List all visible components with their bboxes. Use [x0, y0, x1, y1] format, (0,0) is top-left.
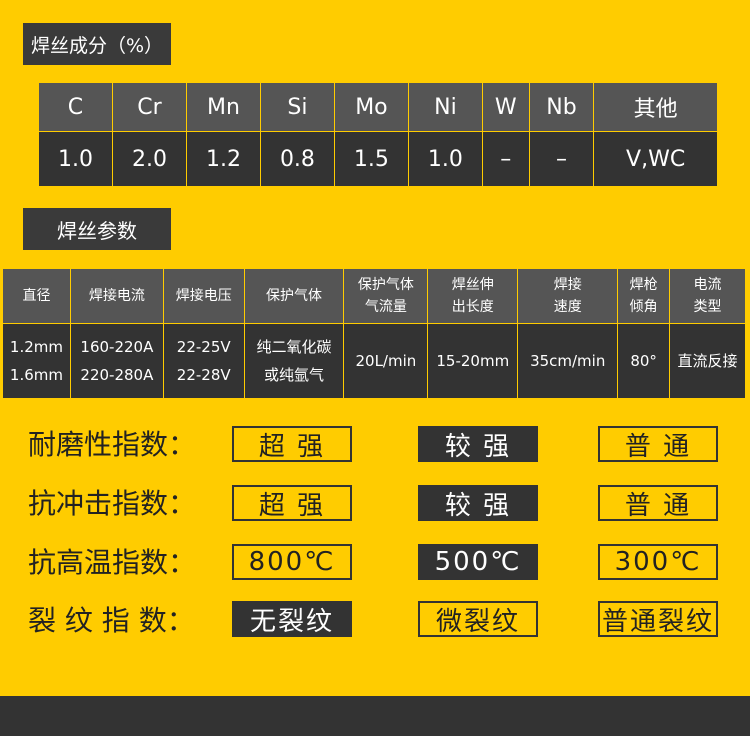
composition-header-cell: C [38, 82, 113, 132]
impact-resistance-option: 普 通 [598, 485, 718, 521]
parameters-header-cell: 焊枪倾角 [617, 268, 671, 324]
parameters-header-cell: 直径 [2, 268, 71, 324]
crack-index-label: 裂 纹 指 数： [28, 604, 195, 637]
composition-header-cell: Mo [333, 82, 409, 132]
parameters-header-cell: 保护气体 [243, 268, 345, 324]
parameters-header-row: 直径 焊接电流 焊接电压 保护气体 保护气体气流量 焊丝伸出长度 焊接速度 焊枪… [2, 268, 746, 324]
composition-title: 焊丝成分（%） [23, 23, 171, 65]
composition-header-cell: Cr [111, 82, 187, 132]
composition-value-cell: – [481, 131, 530, 187]
parameters-header-cell: 电流类型 [669, 268, 746, 324]
composition-value-row: 1.0 2.0 1.2 0.8 1.5 1.0 – – V,WC [38, 131, 718, 187]
parameters-header-cell: 焊接电流 [69, 268, 164, 324]
wear-resistance-option: 超 强 [232, 426, 352, 462]
parameters-header-cell: 焊接速度 [517, 268, 619, 324]
crack-index-option: 无裂纹 [232, 601, 352, 637]
composition-value-cell: V,WC [593, 131, 718, 187]
composition-header-cell: 其他 [593, 82, 718, 132]
composition-value-cell: 1.2 [185, 131, 261, 187]
composition-header-cell: Ni [407, 82, 483, 132]
composition-header-cell: Mn [185, 82, 261, 132]
footer-bar [0, 696, 750, 736]
composition-table: C Cr Mn Si Mo Ni W Nb 其他 1.0 2.0 1.2 0.8… [38, 82, 718, 187]
crack-index-option: 微裂纹 [418, 601, 538, 637]
wear-resistance-option: 较 强 [418, 426, 538, 462]
crack-index-option: 普通裂纹 [598, 601, 718, 637]
wear-resistance-label: 耐磨性指数： [28, 428, 197, 461]
composition-header-cell: Si [259, 82, 335, 132]
impact-resistance-option: 较 强 [418, 485, 538, 521]
wear-resistance-option: 普 通 [598, 426, 718, 462]
parameters-title: 焊丝参数 [23, 208, 171, 250]
composition-header-row: C Cr Mn Si Mo Ni W Nb 其他 [38, 82, 718, 132]
impact-resistance-option: 超 强 [232, 485, 352, 521]
composition-value-cell: 1.0 [38, 131, 113, 187]
parameters-header-cell: 焊接电压 [162, 268, 245, 324]
impact-resistance-label: 抗冲击指数： [28, 487, 197, 520]
high-temperature-option: 300℃ [598, 544, 718, 580]
composition-value-cell: – [528, 131, 595, 187]
high-temperature-option: 500℃ [418, 544, 538, 580]
composition-header-cell: W [481, 82, 530, 132]
parameters-value-cell: 80° [617, 323, 671, 399]
parameters-table: 直径 焊接电流 焊接电压 保护气体 保护气体气流量 焊丝伸出长度 焊接速度 焊枪… [2, 268, 746, 399]
parameters-value-cell: 直流反接 [669, 323, 746, 399]
high-temperature-label: 抗高温指数： [28, 546, 197, 579]
high-temperature-option: 800℃ [232, 544, 352, 580]
parameters-value-cell: 纯二氧化碳或纯氩气 [243, 323, 345, 399]
parameters-value-cell: 35cm/min [517, 323, 619, 399]
parameters-value-cell: 15-20mm [427, 323, 519, 399]
composition-value-cell: 1.5 [333, 131, 409, 187]
parameters-header-cell: 焊丝伸出长度 [427, 268, 519, 324]
composition-value-cell: 2.0 [111, 131, 187, 187]
composition-value-cell: 1.0 [407, 131, 483, 187]
composition-value-cell: 0.8 [259, 131, 335, 187]
composition-header-cell: Nb [528, 82, 595, 132]
parameters-header-cell: 保护气体气流量 [343, 268, 429, 324]
parameters-value-cell: 20L/min [343, 323, 429, 399]
